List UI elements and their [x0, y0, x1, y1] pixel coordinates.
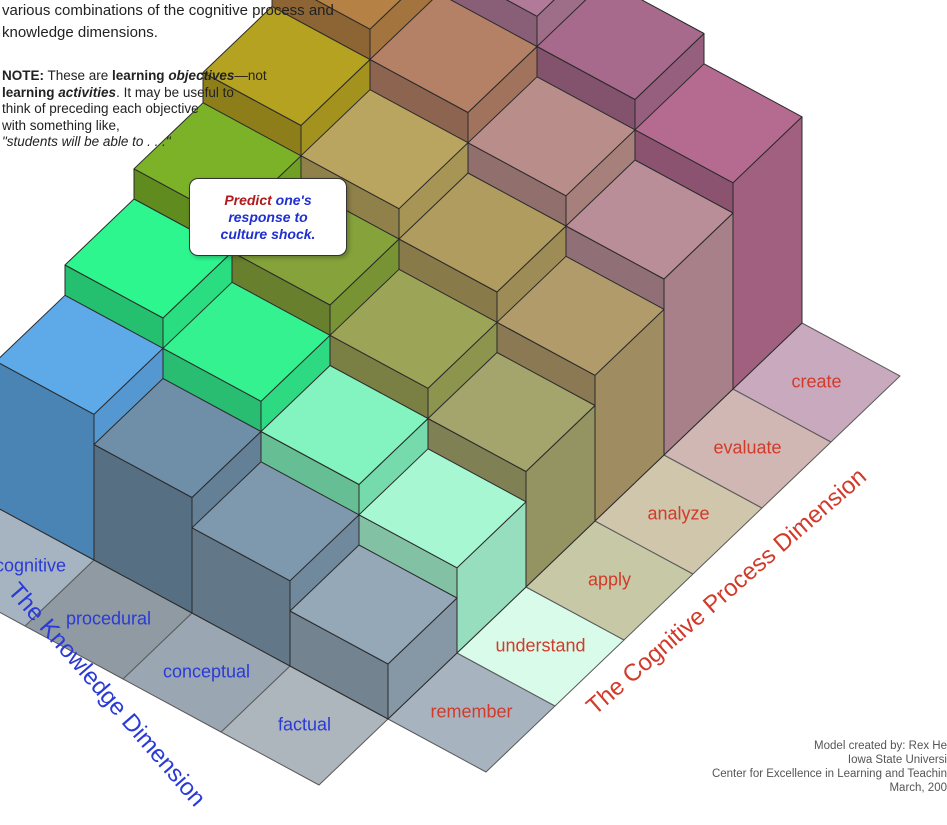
block-top-0-3	[0, 294, 164, 415]
block-top-3-0	[496, 255, 665, 376]
note-t3: . It may be useful to	[116, 84, 234, 100]
credit-line-4: March, 200	[889, 782, 947, 794]
note-b1: learning	[112, 68, 169, 83]
block-top-0-2	[93, 378, 262, 498]
knowledge-level-label-procedural: procedural	[66, 608, 151, 628]
block-top-4-2	[369, 0, 538, 113]
note-t1: These are	[44, 68, 113, 83]
cognitive-level-label-create: create	[791, 371, 841, 391]
cognitive-level-label-apply: apply	[588, 569, 631, 589]
note-line-4: with something like,	[2, 117, 120, 133]
block-top-3-1	[398, 172, 567, 293]
note-line-1: NOTE: These are learning objectives—not	[2, 68, 342, 85]
intro-line-2: knowledge dimensions.	[2, 24, 158, 41]
knowledge-level-label-conceptual: conceptual	[163, 661, 250, 681]
block-top-0-0	[289, 544, 458, 665]
credit-line-1: Model created by: Rex He	[814, 740, 947, 752]
callout-line-1: Predict one's	[190, 192, 346, 209]
cognitive-level-label-analyze: analyze	[647, 503, 709, 523]
credit-text: Model created by: Rex He Iowa State Univ…	[547, 739, 947, 795]
block-top-1-0	[358, 448, 527, 569]
block-top-3-2	[300, 89, 469, 210]
note-bi1: objectives	[168, 68, 235, 83]
block-top-3-3	[202, 6, 371, 126]
note-quote: "students will be able to . . ."	[2, 134, 171, 149]
knowledge-level-label-factual: factual	[278, 714, 331, 734]
block-top-1-2	[162, 281, 331, 402]
block-top-0-1	[191, 461, 360, 582]
knowledge-level-label-metacognitive: metacognitive	[0, 555, 66, 575]
block-top-2-0	[427, 352, 596, 472]
note-label: NOTE:	[2, 68, 44, 83]
note-text: NOTE: These are learning objectives—not …	[2, 68, 342, 151]
callout-line-2: response to	[228, 208, 308, 225]
credit-line-2: Iowa State Universi	[847, 754, 947, 766]
block-top-1-1	[260, 365, 429, 485]
cognitive-level-label-understand: understand	[495, 635, 585, 655]
block-top-4-0	[565, 159, 734, 280]
block-stack	[0, 0, 803, 720]
note-line-2: learning activities. It may be useful to	[2, 85, 342, 102]
block-top-5-2	[505, 0, 555, 17]
note-bi2: activities	[58, 84, 117, 100]
intro-line-1: various combinations of the cognitive pr…	[2, 2, 334, 19]
block-top-5-0	[634, 63, 803, 184]
credit-line-3: Center for Excellence in Learning and Te…	[711, 768, 947, 780]
intro-text: various combinations of the cognitive pr…	[2, 0, 392, 44]
block-top-5-1	[536, 0, 705, 100]
example-objective-callout: Predict one's response to culture shock.	[189, 178, 347, 256]
block-top-4-1	[467, 76, 636, 197]
note-t2: —not	[234, 68, 267, 83]
callout-verb: Predict	[224, 191, 272, 208]
block-top-4-3	[314, 0, 402, 30]
note-line-3: think of preceding each objective	[2, 101, 199, 116]
floor-grid	[0, 322, 901, 786]
block-top-2-1	[329, 268, 498, 389]
callout-line-3: culture shock.	[220, 225, 316, 242]
block-top-1-3	[64, 198, 233, 319]
note-b2: learning	[2, 84, 59, 100]
cognitive-level-label-remember: remember	[430, 701, 512, 721]
callout-rest: one's	[271, 191, 312, 208]
cognitive-level-label-evaluate: evaluate	[713, 437, 781, 457]
